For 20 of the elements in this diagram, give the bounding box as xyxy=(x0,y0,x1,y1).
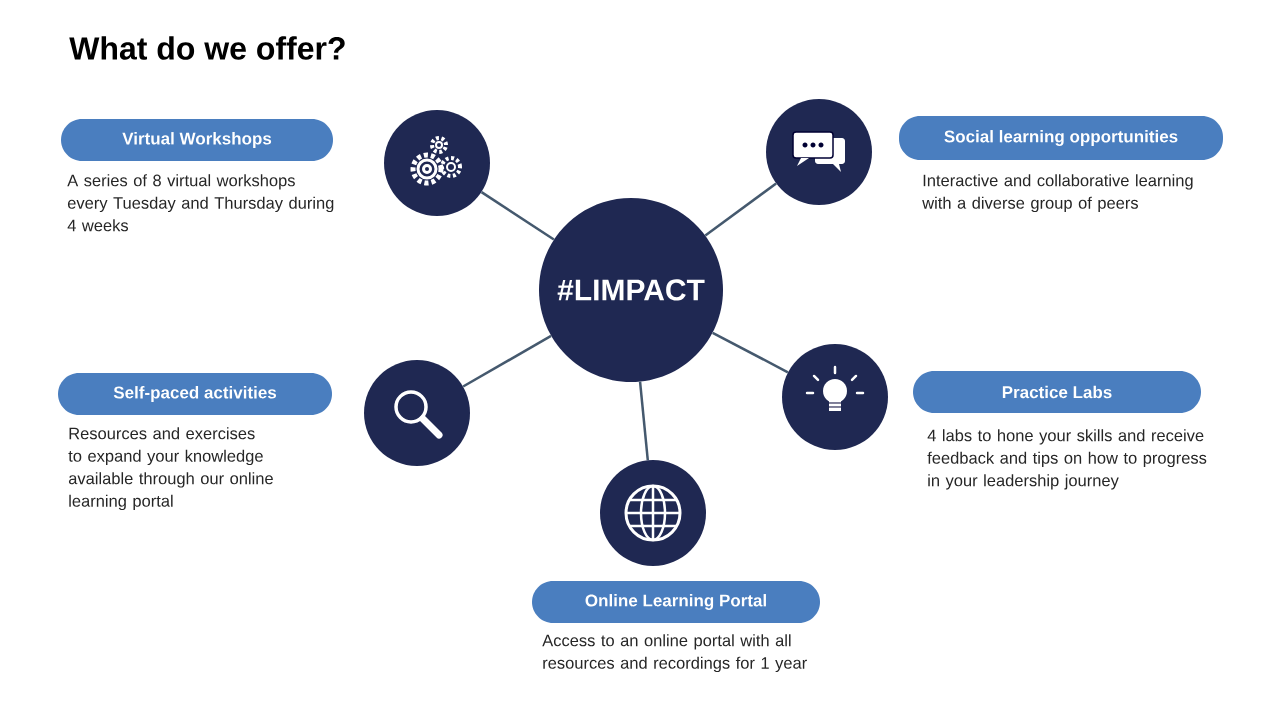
connector-line xyxy=(480,191,555,241)
connector-line xyxy=(712,331,789,374)
title: What do we offer? xyxy=(69,36,345,60)
description: Resources and exercises to expand your knowledge available through our online learning portal xyxy=(68,427,273,511)
icon-circle xyxy=(782,344,888,450)
description: A series of 8 virtual workshops every Tuesday and Thursday during 4 weeks xyxy=(67,174,334,232)
description: Interactive and collaborative learning with a diverse group of peers xyxy=(922,174,1193,213)
connector-line xyxy=(638,381,650,461)
connector-line xyxy=(704,182,777,237)
icon-circle xyxy=(364,360,470,466)
title-pill: Virtual Workshops xyxy=(61,119,333,161)
title-pill: Online Learning Portal xyxy=(532,581,820,623)
connector-line xyxy=(462,334,552,388)
title-pill: Social learning opportunities xyxy=(899,116,1223,160)
icon-circle xyxy=(600,460,706,566)
description: 4 labs to hone your skills and receive feedback and tips on how to progress in your leadership journey xyxy=(927,429,1207,490)
title-pill: Practice Labs xyxy=(913,371,1201,413)
description: Access to an online portal with all resources and recordings for 1 year xyxy=(542,634,807,673)
icon-circle xyxy=(384,110,490,216)
title-pill: Self-paced activities xyxy=(58,373,332,415)
